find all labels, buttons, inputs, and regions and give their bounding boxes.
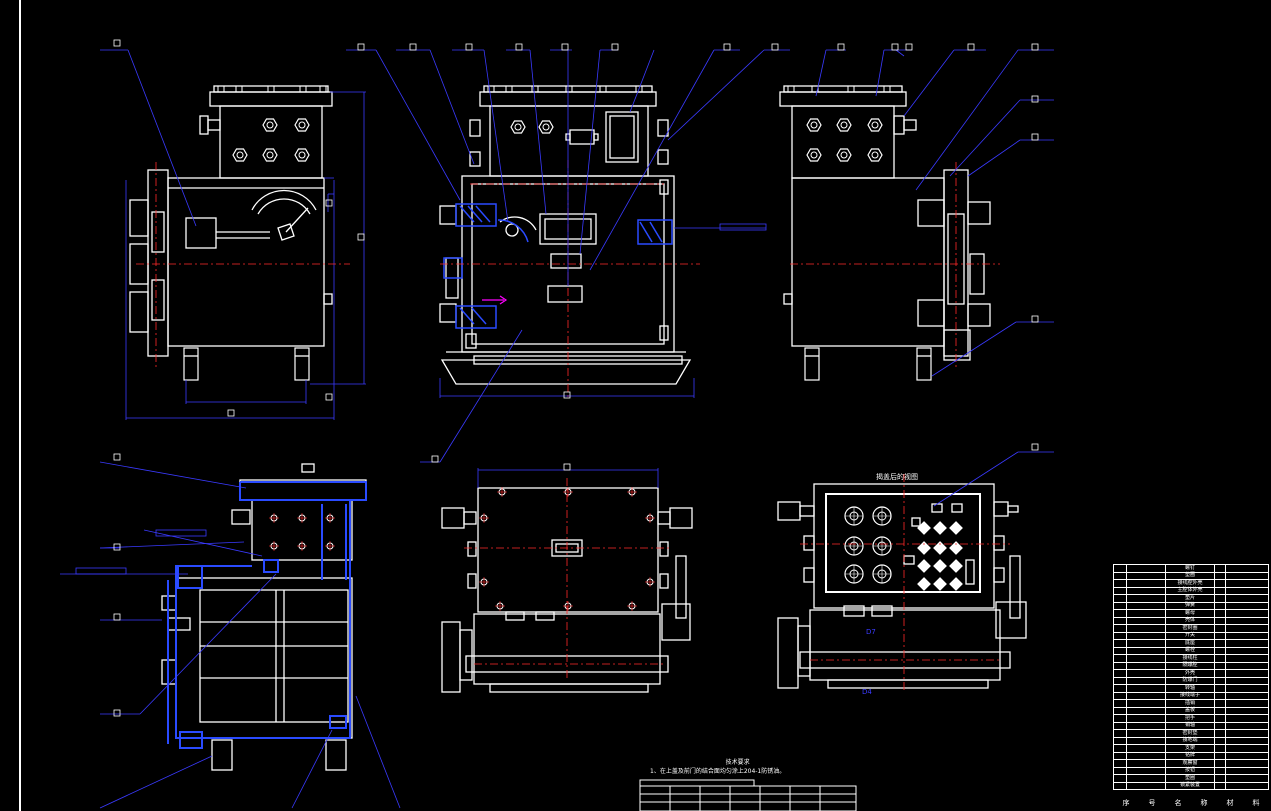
- bom-row: 壳体: [1113, 616, 1270, 625]
- bom-row: 垫片: [1113, 594, 1270, 603]
- bom-part-name: 销轴: [1164, 721, 1216, 730]
- bom-part-name: 把手: [1164, 714, 1216, 723]
- bom-row: 外壳: [1113, 669, 1270, 678]
- bom-part-name: 垫片: [1164, 594, 1216, 603]
- technical-notes-line-1: 1、在上盖及前门的结合面均匀涂上204-1防锈油。: [650, 768, 786, 775]
- dimension-label-d5: D4: [862, 688, 872, 696]
- bom-part-name: 壳体: [1164, 616, 1216, 625]
- bom-row: 底座: [1113, 639, 1270, 648]
- callout-markers: [113, 39, 1039, 717]
- bom-part-name: 接线端子: [1164, 691, 1216, 700]
- bom-row: 接线腔外壳: [1113, 579, 1270, 588]
- bom-footer-label: 名: [1174, 799, 1182, 807]
- bom-row: 弹簧: [1113, 601, 1270, 610]
- bom-row: 螺母: [1113, 609, 1270, 618]
- bom-row: 垫圈: [1113, 774, 1270, 783]
- section-accent: [482, 295, 508, 305]
- side-view-right-dims: [815, 49, 1054, 377]
- bom-row: 铭牌: [1113, 751, 1270, 760]
- opened-cover-view-title: 揭盖后的视图: [876, 473, 918, 481]
- section-view-middle-dims: [346, 49, 790, 463]
- bom-part-name: 主腔体外壳: [1164, 586, 1216, 595]
- top-view-middle-dims: [477, 468, 659, 488]
- bom-part-name: 垫圈: [1164, 571, 1216, 580]
- bom-row: 垫圈: [1113, 571, 1270, 580]
- bom-part-name: 螺钉: [1164, 564, 1216, 573]
- bom-table: 螺钉垫圈接线腔外壳主腔体外壳垫片弹簧螺母壳体密封圈开关底座螺栓接线柱隔爆腔外壳防…: [1113, 564, 1270, 790]
- bom-part-name: 接线柱: [1164, 654, 1216, 663]
- bom-part-name: 转轴: [1164, 684, 1216, 693]
- front-view-left-dims: [100, 49, 366, 420]
- bom-footer: 序号名称材料: [1113, 798, 1269, 808]
- bom-footer-label: 材: [1226, 799, 1234, 807]
- bom-row: 转轴: [1113, 684, 1270, 693]
- top-view-middle: [441, 486, 693, 693]
- bom-part-name: 隔爆腔: [1164, 661, 1216, 670]
- bom-row: 接线端子: [1113, 691, 1270, 700]
- bill-of-materials: 螺钉垫圈接线腔外壳主腔体外壳垫片弹簧螺母壳体密封圈开关底座螺栓接线柱隔爆腔外壳防…: [1113, 564, 1270, 811]
- bom-part-name: 底座: [1164, 639, 1216, 648]
- bom-row: 隔爆腔: [1113, 661, 1270, 670]
- bom-footer-label: 序: [1122, 799, 1130, 807]
- sheet-border-left: [19, 0, 21, 811]
- bom-part-name: 观察窗: [1164, 759, 1216, 768]
- opened-cover-view-dims: [933, 451, 1054, 507]
- technical-notes-title: 技术要求: [725, 759, 750, 766]
- bom-row: 螺钉: [1113, 564, 1270, 573]
- bom-part-name: 按钮: [1164, 766, 1216, 775]
- bom-row: 主腔体外壳: [1113, 586, 1270, 595]
- bom-row: 密封圈: [1113, 624, 1270, 633]
- bom-row: 销轴: [1113, 721, 1270, 730]
- bom-row: 锁紧装置: [1113, 781, 1270, 790]
- bom-row: 按钮: [1113, 766, 1270, 775]
- section-view-lower-left: [161, 463, 367, 771]
- bom-part-name: 螺母: [1164, 609, 1216, 618]
- bom-row: 观察窗: [1113, 759, 1270, 768]
- side-view-right: [779, 85, 991, 381]
- bom-part-name: 支架: [1164, 744, 1216, 753]
- bom-part-name: 防爆门: [1164, 676, 1216, 685]
- section-view-middle-hatch: [443, 203, 673, 329]
- bom-part-name: 锁紧装置: [1164, 781, 1216, 790]
- dimension-label-d6: D7: [866, 628, 876, 636]
- bom-row: 接线柱: [1113, 654, 1270, 663]
- section-view-lower-left-hatch: [167, 481, 367, 749]
- title-strip: [639, 779, 857, 811]
- bom-part-name: 开关: [1164, 631, 1216, 640]
- bom-row: 开关: [1113, 631, 1270, 640]
- top-view-middle-centerline: [464, 478, 672, 680]
- opened-cover-view-centerline: [800, 474, 1010, 690]
- bom-row: 盖板: [1113, 706, 1270, 715]
- bom-part-name: 垫圈: [1164, 774, 1216, 783]
- bom-part-name: 盖板: [1164, 706, 1216, 715]
- bom-part-name: 密封圈: [1164, 624, 1216, 633]
- bom-row: 支架: [1113, 744, 1270, 753]
- opened-cover-view: [777, 483, 1027, 689]
- front-view-left: [129, 85, 333, 381]
- bom-row: 接地端: [1113, 736, 1270, 745]
- front-view-left-centerline: [136, 162, 350, 370]
- bom-part-name: 插销: [1164, 699, 1216, 708]
- bom-part-name: 外壳: [1164, 669, 1216, 678]
- bom-part-name: 弹簧: [1164, 601, 1216, 610]
- technical-notes: 技术要求 1、在上盖及前门的结合面均匀涂上204-1防锈油。: [650, 758, 785, 776]
- bom-part-name: 密封垫: [1164, 729, 1216, 738]
- bom-part-name: 螺栓: [1164, 646, 1216, 655]
- bom-row: 防爆门: [1113, 676, 1270, 685]
- bom-part-name: 铭牌: [1164, 751, 1216, 760]
- bom-row: 把手: [1113, 714, 1270, 723]
- bom-footer-label: 号: [1148, 799, 1156, 807]
- bom-row: 插销: [1113, 699, 1270, 708]
- bom-part-name: 接地端: [1164, 736, 1216, 745]
- bom-footer-label: 称: [1200, 799, 1208, 807]
- bom-footer-label: 料: [1252, 799, 1260, 807]
- bom-row: 密封垫: [1113, 729, 1270, 738]
- section-view-lower-left-dims: [60, 461, 401, 809]
- section-view-middle: [439, 85, 692, 385]
- bom-part-name: 接线腔外壳: [1164, 579, 1216, 588]
- side-view-right-centerline: [790, 162, 1000, 370]
- bom-row: 螺栓: [1113, 646, 1270, 655]
